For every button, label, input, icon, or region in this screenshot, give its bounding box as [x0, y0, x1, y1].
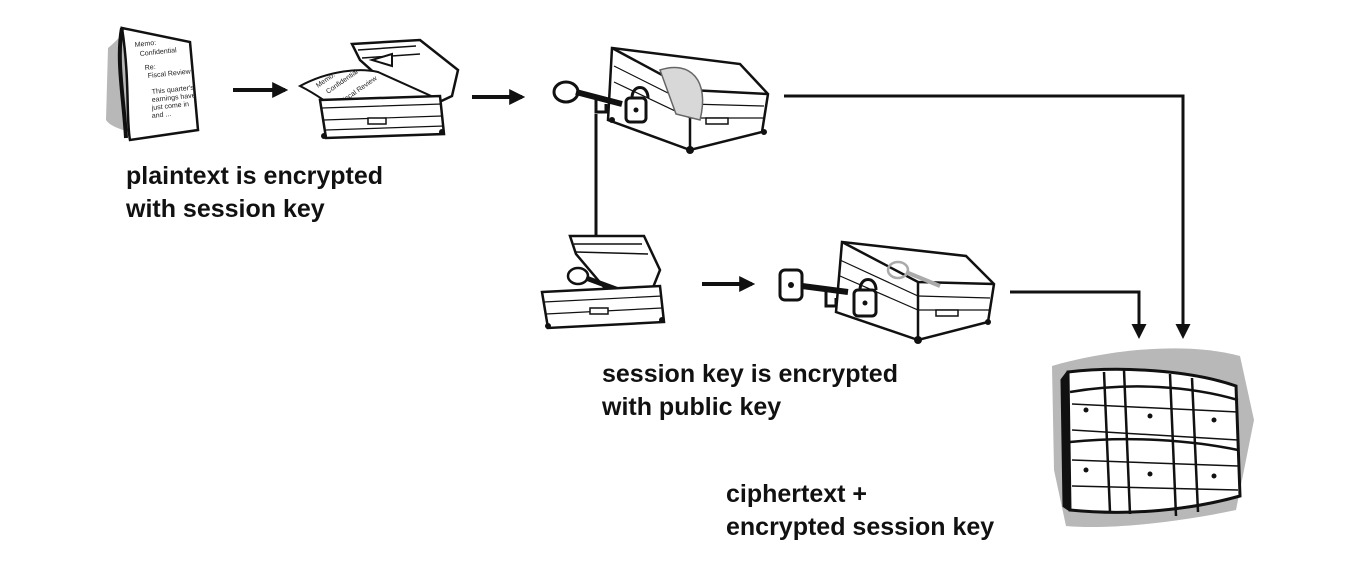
- memo-document-icon: Memo: Confidential Re: Fiscal Review Thi…: [106, 26, 200, 142]
- memo-line-7: just come in: [150, 101, 189, 112]
- plaintext-step-label: plaintext is encrypted with session key: [126, 160, 383, 226]
- arrow-down-icon: [784, 94, 1191, 339]
- strapped-package-icon: [1052, 348, 1254, 528]
- padlock-icon: [624, 86, 650, 124]
- locked-chest-icon: [606, 46, 770, 154]
- memo-line-8: and ...: [151, 111, 171, 120]
- result-step-label: ciphertext + encrypted session key: [726, 478, 994, 544]
- padlock-icon: [852, 278, 878, 318]
- open-chest-icon: [540, 234, 666, 330]
- memo-line-3: Re:: [144, 64, 156, 72]
- memo-line-6: earnings have: [151, 92, 196, 104]
- session-label-line-1: session key is encrypted: [602, 360, 898, 388]
- result-label-line-1: ciphertext +: [726, 480, 868, 508]
- memo-line-4: Fiscal Review: [147, 68, 192, 80]
- open-chest-icon: Memo: Confidential Fiscal Review: [297, 38, 460, 140]
- session-key-step-label: session key is encrypted with public key: [602, 358, 898, 424]
- plaintext-label-line-2: with session key: [126, 195, 325, 223]
- memo-line-2: Confidential: [139, 47, 177, 58]
- result-label-line-2: encrypted session key: [726, 513, 995, 541]
- key-icon: [778, 268, 849, 308]
- session-label-line-2: with public key: [602, 393, 782, 421]
- key-icon: [552, 80, 623, 114]
- plaintext-label-line-1: plaintext is encrypted: [126, 162, 384, 190]
- memo-line-5: This quarter's: [151, 85, 194, 96]
- arrow-down-icon: [1010, 290, 1147, 339]
- memo-line-1: Memo:: [134, 40, 156, 49]
